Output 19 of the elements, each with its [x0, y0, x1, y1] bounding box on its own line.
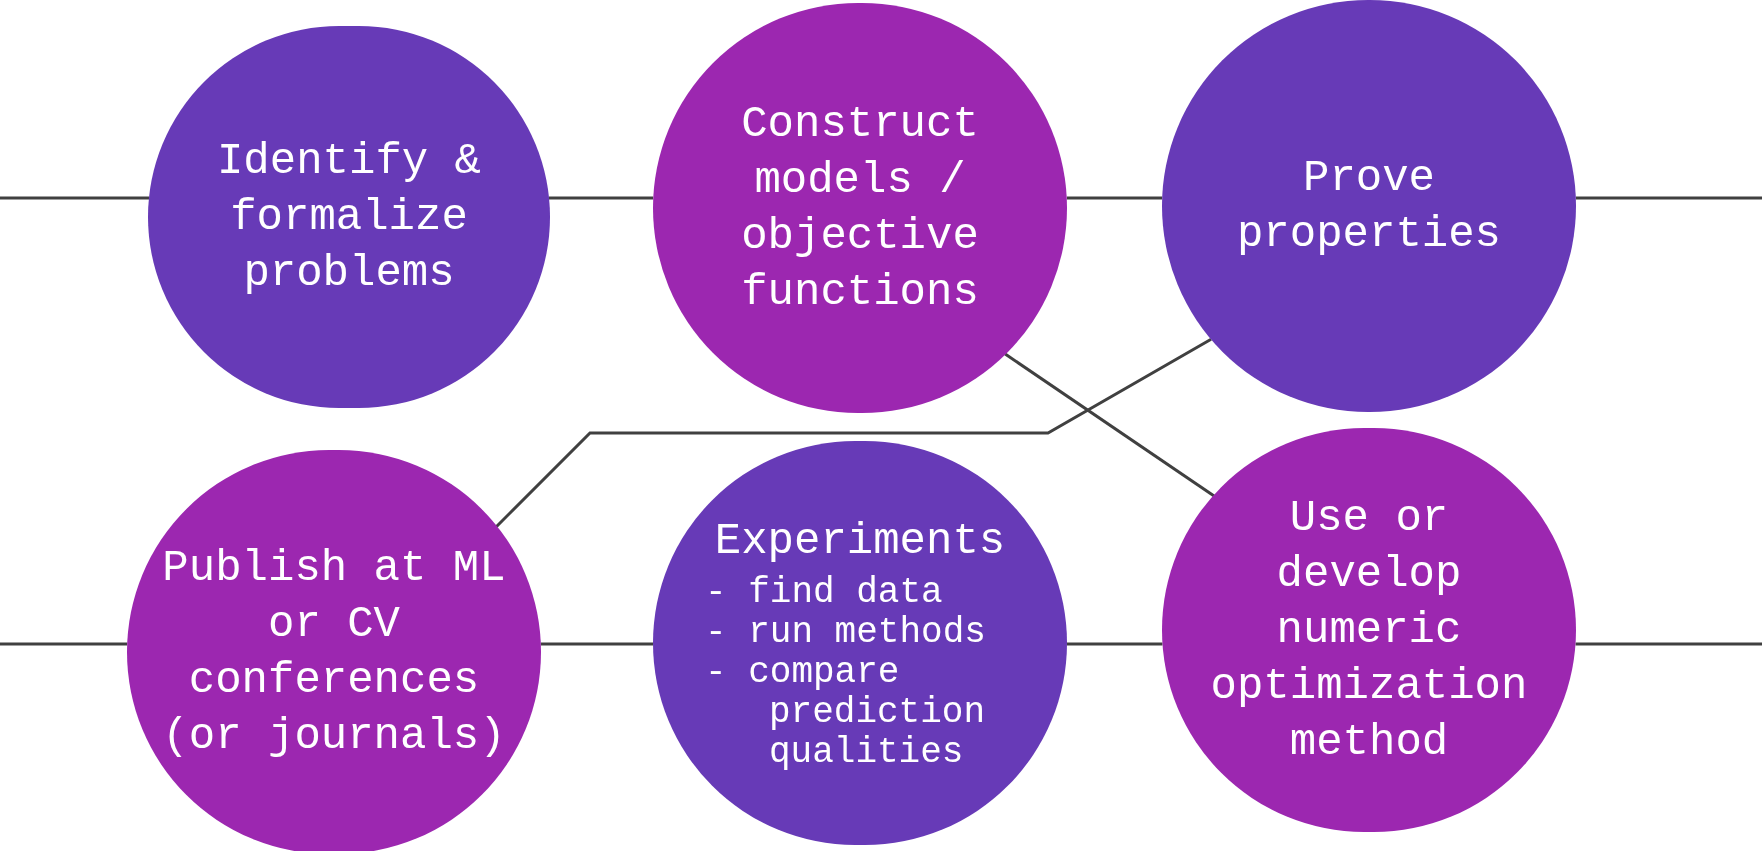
node-heading: Experiments — [714, 515, 1006, 568]
connector-line — [495, 337, 1212, 528]
list-item: - find data — [705, 573, 944, 613]
node-label: Identify & formalize problems — [215, 135, 482, 300]
connector-line — [1067, 642, 1163, 646]
node-label: Use or develop numeric optimization method — [1209, 492, 1529, 769]
connector-line — [540, 642, 653, 646]
connector-line — [0, 196, 149, 200]
node-label: Prove properties — [1235, 152, 1502, 261]
connector-line — [549, 196, 654, 200]
list-item: - run methods — [705, 613, 987, 653]
connector-line — [1575, 196, 1762, 200]
connector-line — [1066, 196, 1163, 200]
list-item: - compare prediction qualities — [705, 653, 987, 773]
connector-line — [1575, 642, 1762, 646]
connector-line — [0, 642, 128, 646]
node-label: Publish at ML or CV conferences (or journals) — [161, 542, 507, 763]
node-label: Construct models / objective functions — [740, 98, 980, 319]
connector-line — [1004, 352, 1215, 498]
